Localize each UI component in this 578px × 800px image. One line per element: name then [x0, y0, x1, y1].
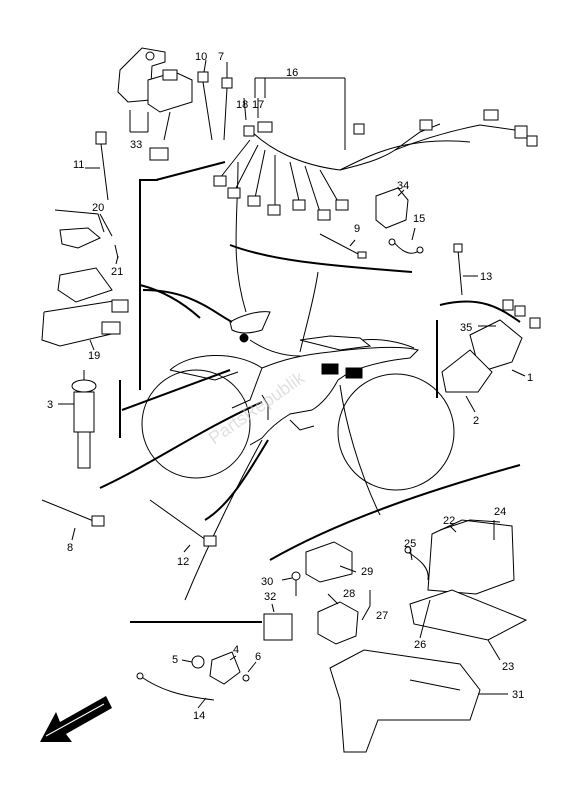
- front-direction-arrow-icon: [40, 696, 112, 742]
- callout-20: 20: [92, 202, 104, 214]
- callout-2: 2: [473, 415, 479, 427]
- main-wire-harness: [213, 77, 538, 221]
- coupler-11: [95, 131, 109, 201]
- callout-21: 21: [111, 266, 123, 278]
- callout-25: 25: [404, 538, 416, 550]
- callout-32: 32: [264, 591, 276, 603]
- callout-18: 18: [236, 99, 248, 111]
- callout-3: 3: [47, 399, 53, 411]
- callout-1: 1: [527, 372, 533, 384]
- lighting-module: [441, 299, 541, 393]
- leader-lines: [99, 161, 521, 623]
- callout-31: 31: [512, 689, 524, 701]
- callout-30: 30: [261, 576, 273, 588]
- callout-15: 15: [413, 213, 425, 225]
- callout-leaders: [58, 97, 526, 709]
- callout-10: 10: [195, 51, 207, 63]
- cable-ties-top: [197, 59, 233, 141]
- callout-13: 13: [480, 271, 492, 283]
- battery-and-box: [263, 519, 528, 753]
- callout-6: 6: [255, 651, 261, 663]
- ecu-bracket-assembly: [117, 47, 193, 161]
- callout-5: 5: [172, 654, 178, 666]
- cable-bands: [41, 499, 217, 547]
- callout-8: 8: [67, 542, 73, 554]
- ignition-coil: [71, 370, 97, 469]
- callout-labels: 1 2 3 4 5 6 7 8 9 10 11 12 13 14 15 16 1…: [47, 51, 533, 722]
- rectifier-regulator: [41, 209, 129, 347]
- callout-23: 23: [502, 661, 514, 673]
- callout-22: 22: [443, 515, 455, 527]
- callout-28: 28: [343, 588, 355, 600]
- loose-cable-ties: [319, 233, 463, 296]
- callout-12: 12: [177, 556, 189, 568]
- motorcycle-outline: [141, 311, 455, 491]
- callout-7: 7: [218, 51, 224, 63]
- sensor-assembly: [136, 651, 250, 701]
- callout-14: 14: [193, 710, 205, 722]
- callout-9: 9: [354, 223, 360, 235]
- callout-11: 11: [73, 159, 84, 171]
- callout-29: 29: [361, 566, 373, 578]
- callout-16: 16: [286, 67, 298, 79]
- callout-26: 26: [414, 639, 426, 651]
- callout-19: 19: [88, 350, 100, 362]
- callout-24: 24: [494, 506, 506, 518]
- callout-4: 4: [233, 644, 239, 656]
- relay-and-lead: [375, 187, 424, 254]
- watermark: PartsRepublik: [205, 367, 309, 448]
- callout-33: 33: [130, 139, 142, 151]
- callout-35: 35: [460, 322, 472, 334]
- callout-34: 34: [397, 180, 409, 192]
- callout-27: 27: [376, 610, 388, 622]
- frame-wiring: [239, 333, 363, 431]
